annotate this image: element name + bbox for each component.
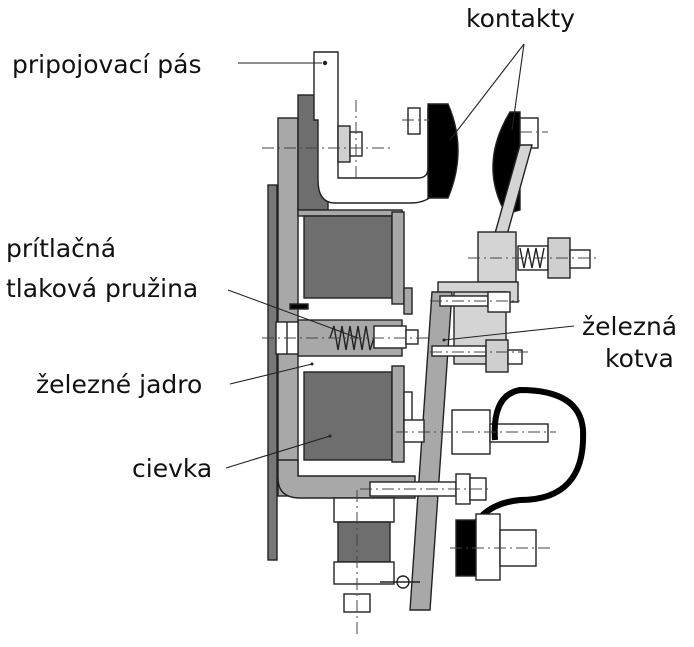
label-pripojovaci-pas: pripojovací pás [12,50,202,79]
leader-dot-cievka [328,434,332,438]
leader-kontakty-2 [511,43,525,131]
label-kontakty: kontakty [466,4,575,33]
bottom-mount-base [333,561,395,585]
iron-armature [409,291,453,611]
armature-screw-2 [431,345,487,357]
leader-zelezna-kotva [443,325,575,341]
lower-terminal-nut [475,513,501,581]
label-zelezna-line1: železná [582,312,678,341]
label-zelezne-jadro: železné jadro [36,370,203,399]
armature-screw-2-tip [507,349,523,365]
armature-bracket [477,231,517,283]
upper-coil-flange [391,211,405,305]
leader-cievka [225,435,331,469]
leader-dot-jadro [310,362,314,366]
bottom-mount-dark [337,521,391,563]
adjust-screw-tip [569,249,591,269]
lead-wire [462,386,587,561]
spring-cap-nut [405,329,419,345]
label-cievka: cievka [132,454,213,483]
bottom-mount [333,497,395,523]
terminal-screw-left [403,419,425,443]
armature-screw-2-head [485,339,509,373]
spring-cap [373,325,407,349]
upper-coil-side [403,287,413,315]
lower-coil-flange [391,365,405,463]
terminal-screw-right [489,423,549,443]
leader-dot-kotva [442,338,446,342]
label-pritlacna-line1: prítlačná [6,234,117,263]
connection-strip [313,51,441,204]
left-contact-screw [407,107,421,135]
armature-screw-1-head [487,291,511,313]
leader-kontakty-1 [449,43,525,141]
left-contact [427,103,459,199]
label-pritlacna-line2: tlaková pružina [6,274,199,303]
leader-zelezne-jadro [229,363,313,385]
label-zelezna-line2: kotva [605,344,674,373]
strip-hole [322,60,328,66]
core-mark [289,303,309,310]
lower-coil [303,371,393,461]
upper-coil [303,215,393,299]
strip-screw-nut [337,125,351,163]
coil-top-plate [297,209,403,217]
right-contact-screw [519,117,539,149]
adjust-spring [519,247,545,269]
leader-pritlacna [227,289,359,339]
